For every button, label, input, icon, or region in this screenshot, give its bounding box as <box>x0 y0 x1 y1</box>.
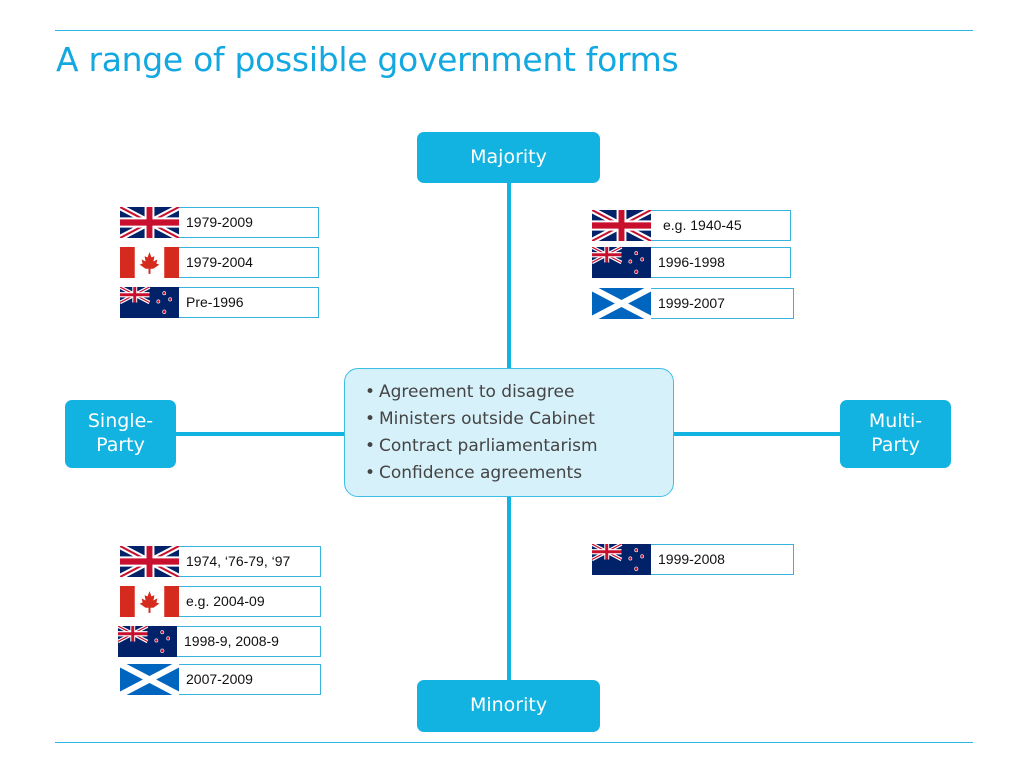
entry-label-box: 2007-2009 <box>179 664 321 695</box>
entry-label: 1979-2004 <box>186 254 253 270</box>
entry-label-box: 1996-1998 <box>651 247 791 278</box>
single-minority-entry: e.g. 2004-09 <box>120 586 321 617</box>
multi-majority-entry: 1996-1998 <box>592 247 791 278</box>
entry-label-box: Pre-1996 <box>179 287 319 318</box>
single-majority-entry: 1979-2004 <box>120 247 319 278</box>
center-box: •Agreement to disagree •Ministers outsid… <box>344 368 674 497</box>
bullet-icon: • <box>365 382 376 402</box>
entry-label-box: e.g. 1940-45 <box>651 210 791 241</box>
top-rule <box>55 30 973 31</box>
center-item-text: Confidence agreements <box>379 463 583 483</box>
minority-label: Minority <box>469 694 548 717</box>
new-zealand-flag-icon <box>120 287 179 318</box>
new-zealand-flag-icon <box>118 626 177 657</box>
entry-label-box: 1979-2009 <box>179 207 319 238</box>
multi-party-node: Multi- Party <box>840 400 951 468</box>
single-party-axis-line <box>175 432 345 436</box>
minority-node: Minority <box>417 680 600 732</box>
entry-label: 2007-2009 <box>186 671 253 687</box>
page-title: A range of possible government forms <box>56 40 679 79</box>
single-party-label-line1: Single- <box>87 410 154 433</box>
entry-label: Pre-1996 <box>186 294 244 310</box>
scotland-flag-icon <box>592 288 651 319</box>
single-minority-entry: 1974, ‘76-79, ‘97 <box>120 546 321 577</box>
bullet-icon: • <box>365 436 376 456</box>
single-minority-entry: 2007-2009 <box>120 664 321 695</box>
center-list-item: •Ministers outside Cabinet <box>365 406 663 433</box>
entry-label: e.g. 2004-09 <box>186 593 265 609</box>
entry-label-box: 1979-2004 <box>179 247 319 278</box>
center-item-text: Agreement to disagree <box>379 382 575 402</box>
scotland-flag-icon <box>120 664 179 695</box>
bullet-icon: • <box>365 463 376 483</box>
canada-flag-icon <box>120 586 179 617</box>
entry-label-box: 1998-9, 2008-9 <box>177 626 321 657</box>
entry-label-box: 1999-2007 <box>651 288 794 319</box>
single-majority-entry: Pre-1996 <box>120 287 319 318</box>
new-zealand-flag-icon <box>592 544 651 575</box>
entry-label-box: e.g. 2004-09 <box>179 586 321 617</box>
center-list-item: •Confidence agreements <box>365 460 663 487</box>
entry-label-box: 1999-2008 <box>651 544 794 575</box>
entry-label: 1979-2009 <box>186 214 253 230</box>
center-list-item: •Agreement to disagree <box>365 379 663 406</box>
single-majority-entry: 1979-2009 <box>120 207 319 238</box>
uk-flag-icon <box>120 207 179 238</box>
majority-axis-line <box>507 182 511 369</box>
majority-label: Majority <box>470 145 547 168</box>
multi-party-axis-line <box>673 432 840 436</box>
multi-party-label-line2: Party <box>871 434 920 456</box>
new-zealand-flag-icon <box>592 247 651 278</box>
bullet-icon: • <box>365 409 376 429</box>
multi-minority-entry: 1999-2008 <box>592 544 794 575</box>
entry-label-box: 1974, ‘76-79, ‘97 <box>179 546 321 577</box>
uk-flag-icon <box>592 210 651 241</box>
multi-majority-entry: 1999-2007 <box>592 288 794 319</box>
center-item-text: Contract parliamentarism <box>379 436 598 456</box>
single-minority-entry: 1998-9, 2008-9 <box>118 626 321 657</box>
entry-label: e.g. 1940-45 <box>663 217 742 233</box>
entry-label: 1996-1998 <box>658 254 725 270</box>
single-party-node: Single- Party <box>65 400 176 468</box>
majority-node: Majority <box>417 132 600 183</box>
bottom-rule <box>55 742 973 743</box>
center-list-item: •Contract parliamentarism <box>365 433 663 460</box>
uk-flag-icon <box>120 546 179 577</box>
minority-axis-line <box>507 497 511 681</box>
entry-label: 1999-2007 <box>658 295 725 311</box>
entry-label: 1998-9, 2008-9 <box>184 633 279 649</box>
multi-party-label-line1: Multi- <box>868 410 923 433</box>
center-item-text: Ministers outside Cabinet <box>379 409 595 429</box>
multi-majority-entry: e.g. 1940-45 <box>592 210 791 241</box>
canada-flag-icon <box>120 247 179 278</box>
center-list: •Agreement to disagree •Ministers outsid… <box>365 379 663 487</box>
entry-label: 1974, ‘76-79, ‘97 <box>186 553 291 569</box>
entry-label: 1999-2008 <box>658 551 725 567</box>
single-party-label-line2: Party <box>96 434 145 456</box>
